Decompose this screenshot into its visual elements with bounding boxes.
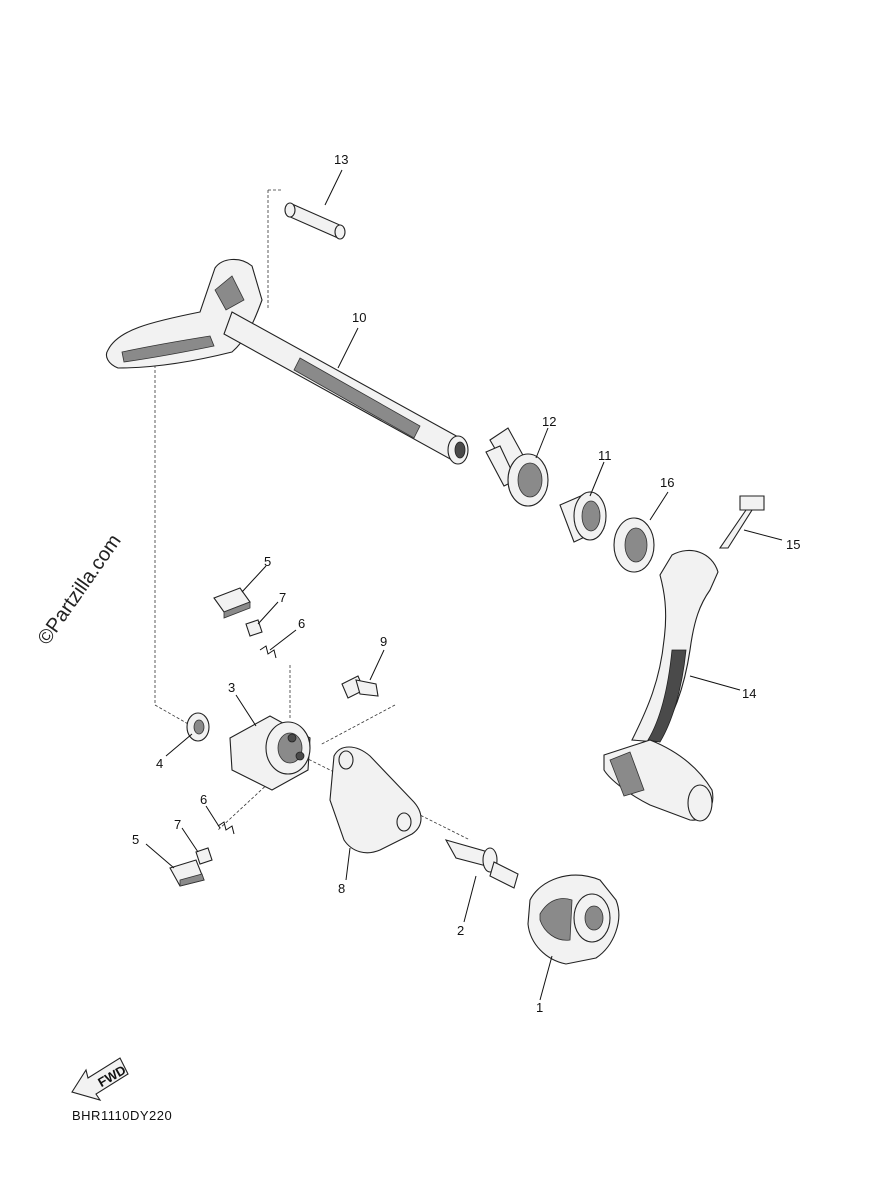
leader-lines: [145, 169, 783, 1001]
part-5-pawl-lower: [169, 859, 205, 887]
part-9-bolt: [341, 675, 379, 699]
callout-14: 14: [742, 686, 756, 701]
alignment-lines: [154, 189, 471, 841]
callout-11: 11: [598, 448, 612, 463]
callout-16: 16: [660, 475, 674, 490]
callout-labels: 1 2 3 4 5 5 6 6 7 7 8 9 10 11 12 13 14 1…: [132, 152, 800, 1015]
part-6-spring-lower: [217, 821, 235, 835]
callout-5-lower: 5: [132, 832, 139, 847]
part-4-washer: [186, 712, 210, 742]
part-13-pin: [284, 202, 346, 240]
callout-13: 13: [334, 152, 348, 167]
part-16-washer: [613, 517, 655, 573]
part-5-pawl-upper: [213, 587, 251, 619]
part-14-shift-pedal: [603, 549, 719, 822]
callout-9: 9: [380, 634, 387, 649]
callout-6-upper: 6: [298, 616, 305, 631]
callout-2: 2: [457, 923, 464, 938]
part-1-drum-segment: [527, 874, 620, 965]
callout-7-upper: 7: [279, 590, 286, 605]
part-3-segment: [229, 715, 311, 791]
callout-6-lower: 6: [200, 792, 207, 807]
part-6-spring-upper: [259, 645, 277, 659]
part-10-shift-shaft: [105, 258, 469, 465]
fwd-arrow-icon: FWD: [71, 1057, 129, 1101]
callout-5-upper: 5: [264, 554, 271, 569]
part-2-shaft: [444, 839, 519, 889]
callout-7-lower: 7: [174, 817, 181, 832]
callout-4: 4: [156, 756, 163, 771]
diagram-code: BHR1110DY220: [72, 1108, 173, 1123]
callout-10: 10: [352, 310, 366, 325]
part-7-pin-lower: [195, 847, 213, 865]
callout-12: 12: [542, 414, 556, 429]
callout-8: 8: [338, 881, 345, 896]
callout-3: 3: [228, 680, 235, 695]
callout-1: 1: [536, 1000, 543, 1015]
part-11-collar: [559, 491, 607, 543]
callout-15: 15: [786, 537, 800, 552]
part-8-guide-plate: [329, 746, 422, 854]
part-12-oil-seal: [485, 427, 549, 507]
part-15-bolt: [718, 495, 765, 549]
